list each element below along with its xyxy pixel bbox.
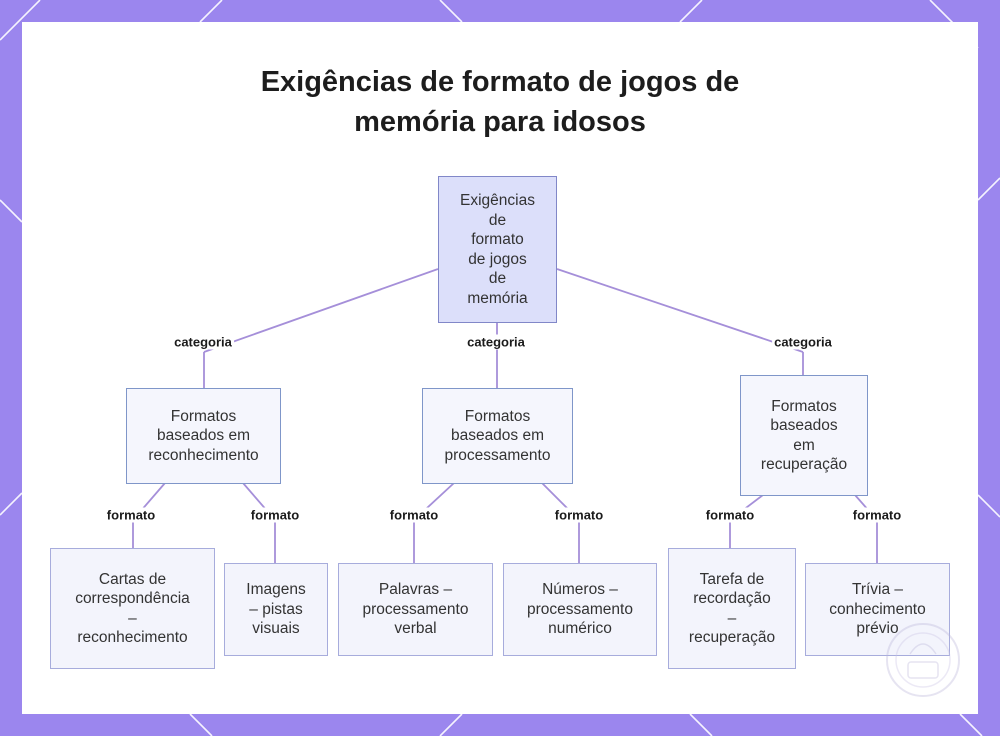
diagram-title: Exigências de formato de jogos de memóri…	[22, 62, 978, 142]
title-line-1: Exigências de formato de jogos de	[260, 66, 740, 98]
watermark-seal-icon	[886, 623, 960, 697]
leaf-node-words: Palavras – processamento verbal	[338, 563, 493, 656]
leaf-label: Números – processamento numérico	[527, 581, 633, 638]
edge-label-category-2: categoria	[465, 334, 527, 350]
leaf-node-images: Imagens – pistas visuais	[224, 563, 328, 656]
leaf-label: Palavras – processamento verbal	[362, 581, 469, 638]
category-node-retrieval: Formatos baseados em recuperação	[740, 375, 868, 496]
category-label: Formatos baseados em processamento	[444, 407, 551, 464]
edge-label-format-2: formato	[248, 507, 302, 523]
category-node-recognition: Formatos baseados em reconhecimento	[126, 388, 281, 484]
category-label: Formatos baseados em reconhecimento	[148, 407, 259, 464]
edge-label-format-5: formato	[703, 507, 757, 523]
leaf-node-recall-task: Tarefa de recordação – recuperação	[668, 548, 796, 669]
root-node: Exigências de formato de jogos de memóri…	[438, 176, 557, 323]
title-line-2: memória para idosos	[354, 106, 646, 138]
leaf-node-matching-cards: Cartas de correspondência – reconhecimen…	[50, 548, 215, 669]
root-label: Exigências de formato de jogos de memóri…	[460, 192, 535, 307]
edge-label-category-1: categoria	[172, 334, 234, 350]
edge-label-category-3: categoria	[772, 334, 834, 350]
edge-label-format-6: formato	[850, 507, 904, 523]
category-label: Formatos baseados em recuperação	[760, 397, 848, 474]
leaf-label: Cartas de correspondência – reconhecimen…	[75, 570, 190, 647]
edge-root-cat3	[556, 268, 804, 353]
edge-label-format-3: formato	[387, 507, 441, 523]
leaf-label: Imagens – pistas visuais	[246, 581, 306, 638]
edge-root-cat1	[203, 268, 439, 353]
edge-label-format-4: formato	[552, 507, 606, 523]
leaf-label: Tarefa de recordação – recuperação	[688, 570, 776, 647]
edge-label-format-1: formato	[104, 507, 158, 523]
category-node-processing: Formatos baseados em processamento	[422, 388, 573, 484]
leaf-label: Trívia – conhecimento prévio	[829, 581, 926, 638]
leaf-node-trivia: Trívia – conhecimento prévio	[805, 563, 950, 656]
leaf-node-numbers: Números – processamento numérico	[503, 563, 657, 656]
